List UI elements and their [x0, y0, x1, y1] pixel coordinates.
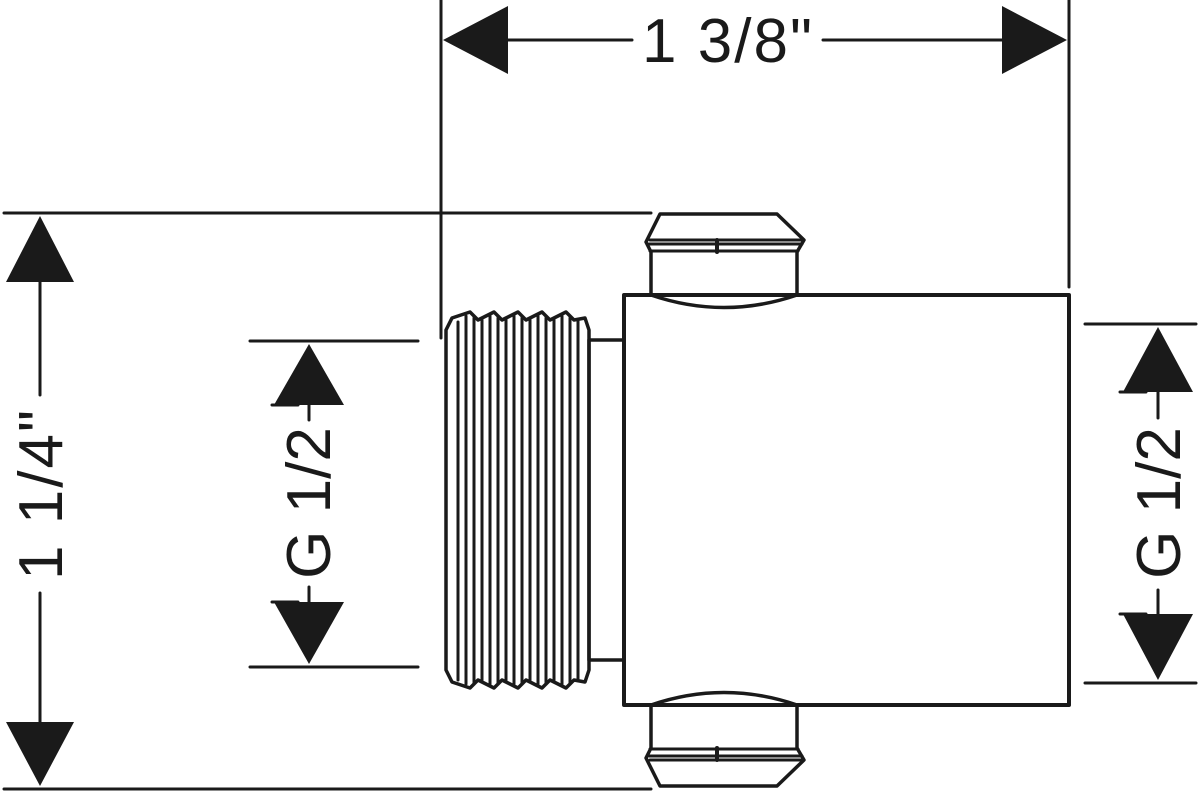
left-thread-label: G 1/2 — [275, 427, 344, 579]
arrowhead-width-left — [443, 6, 508, 74]
arrowhead-height-top — [6, 216, 74, 282]
arrowhead-left-thread-bottom — [274, 602, 344, 664]
arrowhead-right-thread-top — [1123, 327, 1193, 392]
right-thread-label: G 1/2 — [1125, 427, 1194, 579]
width-dimension-label: 1 3/8" — [642, 7, 814, 76]
fitting-neck — [587, 338, 626, 662]
male-thread — [444, 310, 591, 690]
arrowhead-height-bottom — [6, 722, 74, 786]
height-dimension-label: 1 1/4" — [7, 408, 76, 580]
fitting-body — [622, 293, 1071, 707]
arrowhead-width-right — [1002, 6, 1067, 74]
top-flange — [644, 212, 806, 310]
arrowhead-right-thread-bottom — [1123, 614, 1193, 680]
bottom-flange — [644, 690, 806, 788]
arrowhead-left-thread-top — [274, 344, 344, 405]
